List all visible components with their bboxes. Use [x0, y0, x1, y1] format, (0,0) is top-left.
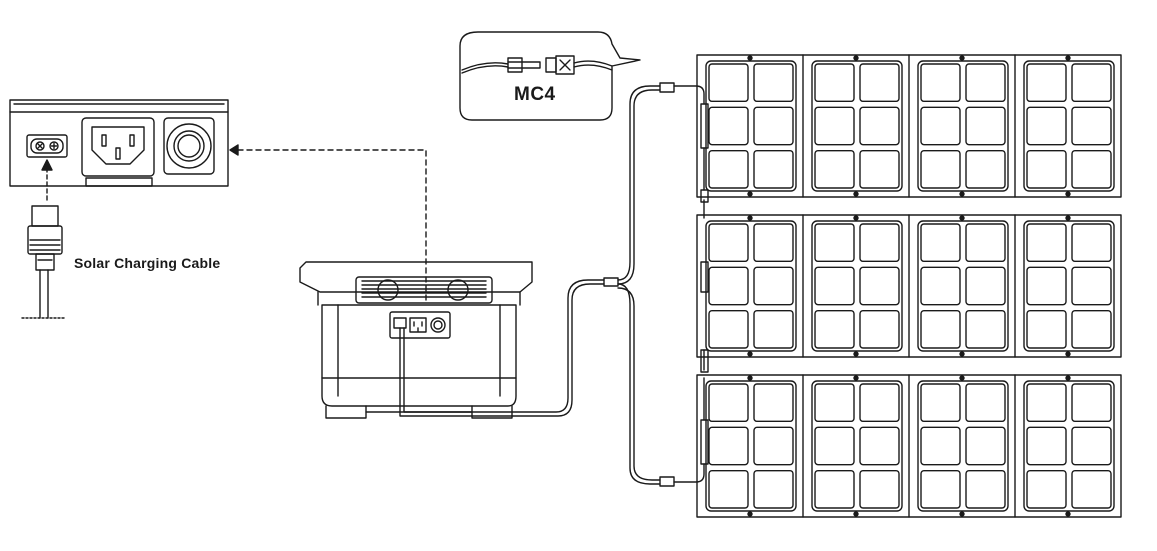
solar-cell	[814, 106, 855, 146]
solar-cell	[965, 149, 1006, 189]
mc4-label: MC4	[514, 84, 556, 105]
solar-cell	[920, 469, 961, 509]
solar-cell	[814, 223, 855, 263]
solar-cell	[814, 383, 855, 423]
mc4-connector-icon	[461, 55, 613, 75]
solar-cell	[753, 309, 794, 349]
solar-cell	[965, 309, 1006, 349]
solar-cell	[1026, 426, 1067, 466]
solar-cell	[814, 426, 855, 466]
solar-cell	[708, 63, 749, 103]
solar-cell	[708, 383, 749, 423]
solar-cell	[814, 63, 855, 103]
solar-cell	[920, 383, 961, 423]
solar-cell	[920, 309, 961, 349]
solar-cell	[708, 309, 749, 349]
solar-cell	[753, 426, 794, 466]
solar-cell	[1071, 149, 1112, 189]
solar-cell	[859, 223, 900, 263]
solar-cell	[814, 149, 855, 189]
solar-cell	[1026, 309, 1067, 349]
solar-cell	[859, 266, 900, 306]
solar-panel	[696, 374, 1122, 518]
solar-cell	[753, 469, 794, 509]
solar-cell	[859, 149, 900, 189]
solar-cell	[1071, 223, 1112, 263]
solar-cell	[859, 309, 900, 349]
solar-cell	[1026, 223, 1067, 263]
vent-grille-icon	[355, 276, 493, 304]
solar-cable-label: Solar Charging Cable	[74, 255, 221, 271]
solar-cable-plug-icon	[21, 205, 67, 319]
solar-cell	[1071, 469, 1112, 509]
round-port-icon	[163, 117, 215, 175]
solar-cell	[920, 223, 961, 263]
solar-cell	[708, 106, 749, 146]
solar-cell	[965, 383, 1006, 423]
solar-cell	[814, 309, 855, 349]
solar-cell	[1071, 426, 1112, 466]
solar-cell	[1071, 309, 1112, 349]
solar-panel-array	[696, 54, 1122, 518]
solar-cell	[965, 266, 1006, 306]
solar-cell	[1026, 106, 1067, 146]
solar-cell	[920, 106, 961, 146]
ac-socket-icon	[81, 117, 155, 177]
solar-cell	[859, 63, 900, 103]
solar-cell	[1026, 63, 1067, 103]
solar-cell	[1071, 383, 1112, 423]
solar-cell	[965, 106, 1006, 146]
mc4-callout	[459, 31, 641, 121]
solar-cell	[814, 469, 855, 509]
solar-cell	[859, 426, 900, 466]
solar-cell	[1026, 149, 1067, 189]
solar-cell	[1026, 266, 1067, 306]
solar-input-port-icon	[26, 134, 68, 158]
solar-cell	[859, 106, 900, 146]
cable-wiring	[399, 82, 709, 487]
solar-cell	[920, 266, 961, 306]
solar-cell	[753, 223, 794, 263]
solar-cell	[708, 149, 749, 189]
solar-cell	[753, 63, 794, 103]
solar-cell	[965, 223, 1006, 263]
solar-cell	[753, 266, 794, 306]
solar-cell	[753, 106, 794, 146]
solar-cell	[1026, 383, 1067, 423]
solar-cell	[920, 426, 961, 466]
solar-cell	[965, 469, 1006, 509]
solar-cell	[814, 266, 855, 306]
solar-cell	[708, 223, 749, 263]
panel-port-closeup	[9, 99, 427, 319]
solar-panel	[696, 54, 1122, 198]
solar-cell	[920, 149, 961, 189]
solar-cell	[708, 469, 749, 509]
solar-cell	[920, 63, 961, 103]
power-station-icon	[299, 261, 533, 419]
solar-panel	[696, 214, 1122, 358]
solar-cell	[753, 383, 794, 423]
solar-cell	[859, 469, 900, 509]
solar-cell	[1026, 469, 1067, 509]
solar-cell	[965, 63, 1006, 103]
solar-cell	[1071, 106, 1112, 146]
solar-cell	[859, 383, 900, 423]
solar-cell	[708, 426, 749, 466]
solar-cell	[1071, 266, 1112, 306]
solar-cell	[965, 426, 1006, 466]
solar-cell	[753, 149, 794, 189]
solar-cell	[708, 266, 749, 306]
solar-cell	[1071, 63, 1112, 103]
